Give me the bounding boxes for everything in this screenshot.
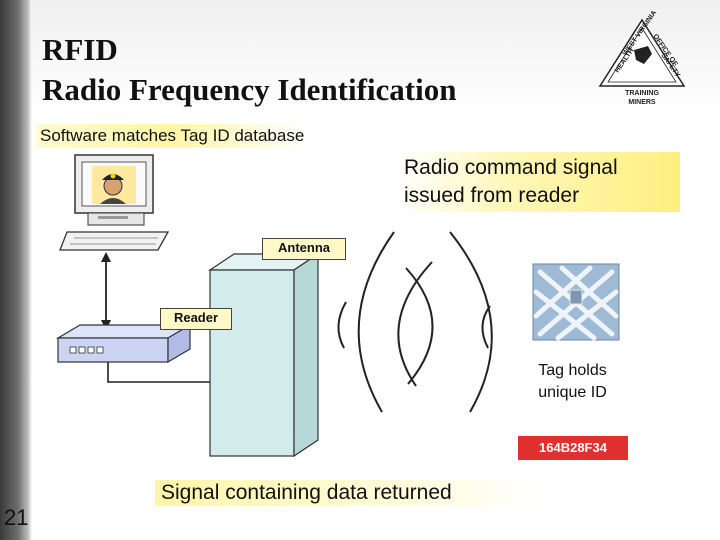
signal-returned-label: Signal containing data returned [155, 480, 547, 506]
outgoing-wave-inner [337, 301, 347, 349]
reader-led-1 [69, 346, 77, 354]
logo-bottom-text-2: MINERS [628, 99, 656, 106]
tag-text-line-1: Tag holds [538, 362, 607, 379]
title-line-2: Radio Frequency Identification [42, 72, 457, 107]
slide-number: 21 [4, 505, 29, 530]
outgoing-wave-middle [397, 261, 433, 387]
tag-description: Tag holds unique ID [520, 360, 625, 404]
reader-antenna-cable [107, 362, 210, 383]
reader-led-2 [78, 346, 86, 354]
antenna-panel [208, 252, 320, 458]
return-wave-inner [481, 305, 491, 349]
tag-id-badge: 164B28F34 [518, 436, 628, 460]
left-accent-bar [0, 0, 32, 540]
state-map-icon [634, 46, 652, 64]
radio-waves [337, 231, 493, 413]
computer-reader-link [101, 252, 111, 330]
return-wave-outer [449, 231, 493, 413]
tag-text-line-2: unique ID [538, 384, 607, 401]
reader-label: Reader [160, 308, 232, 330]
rfid-tag-icon [532, 263, 620, 341]
antenna-label: Antenna [262, 238, 346, 260]
reader-device [55, 323, 193, 364]
callout-line-1: Radio command signal [404, 156, 618, 179]
callout-line-2: issued from reader [404, 184, 580, 207]
wv-safety-logo: WEST VIRGINIA OFFICE OF SAFETY HEALTH TR… [598, 9, 686, 106]
logo-bottom-text-1: TRAINING [625, 90, 659, 97]
miner-portrait-icon [92, 166, 136, 204]
outgoing-wave-outer [357, 231, 395, 413]
header-background [0, 0, 720, 120]
computer-icon [59, 154, 170, 251]
tag-chip [569, 289, 583, 305]
reader-led-3 [87, 346, 95, 354]
title-line-1: RFID [42, 32, 118, 67]
reader-command-callout: Radio command signal issued from reader [398, 152, 680, 212]
return-wave-middle [405, 267, 434, 385]
subtitle-banner: Software matches Tag ID database [36, 124, 309, 148]
slide-title: RFID Radio Frequency Identification [42, 30, 457, 110]
reader-led-4 [96, 346, 104, 354]
